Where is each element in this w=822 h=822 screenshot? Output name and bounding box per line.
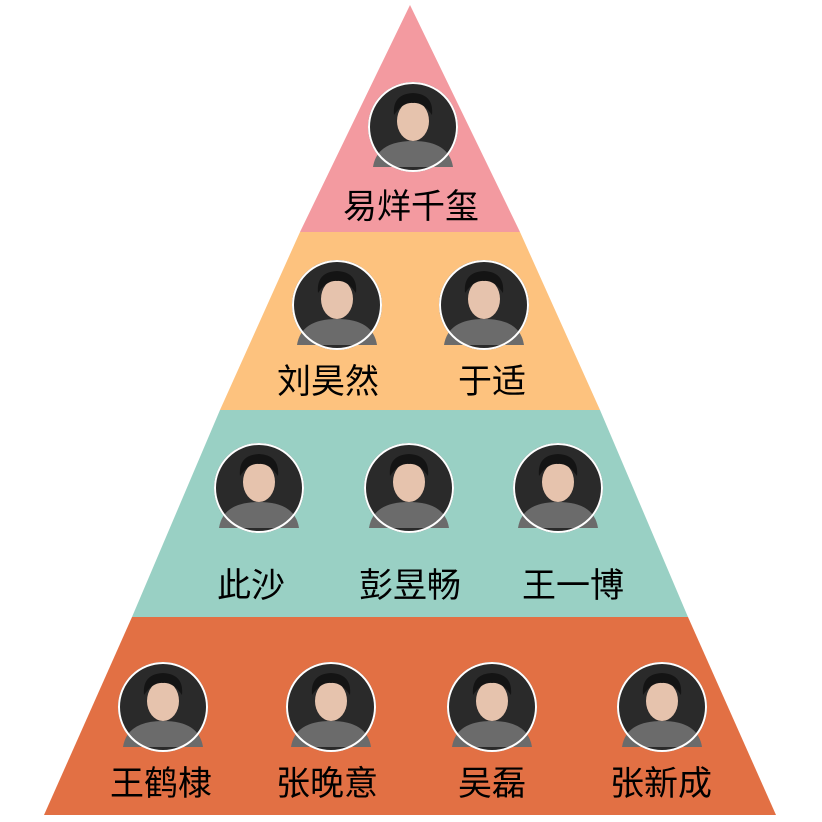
person-name: 张晚意: [276, 764, 378, 804]
person-card[interactable]: 易烊千玺: [343, 82, 479, 227]
avatar: [447, 662, 537, 752]
person-card[interactable]: 吴磊: [447, 662, 537, 804]
person-name: 刘昊然: [277, 362, 379, 402]
person-name: 张新成: [610, 764, 712, 804]
tier-4-band: [44, 617, 776, 815]
person-name: 王鹤棣: [110, 764, 212, 804]
person-card[interactable]: 此沙: [214, 443, 304, 606]
person-card[interactable]: 王一博: [513, 443, 624, 606]
person-card[interactable]: 彭昱畅: [359, 443, 461, 606]
avatar: [292, 260, 382, 350]
avatar: [118, 662, 208, 752]
person-card[interactable]: 刘昊然: [277, 260, 382, 402]
avatar: [368, 82, 458, 172]
avatar: [617, 662, 707, 752]
person-name: 王一博: [522, 566, 624, 606]
avatar: [214, 443, 304, 533]
person-name: 易烊千玺: [343, 187, 479, 227]
person-name: 于适: [458, 362, 526, 402]
person-card[interactable]: 王鹤棣: [110, 662, 212, 804]
person-card[interactable]: 张新成: [610, 662, 712, 804]
avatar: [364, 443, 454, 533]
person-name: 吴磊: [458, 764, 526, 804]
person-name: 此沙: [217, 566, 285, 606]
person-card[interactable]: 张晚意: [276, 662, 378, 804]
person-name: 彭昱畅: [359, 566, 461, 606]
avatar: [513, 443, 603, 533]
avatar: [439, 260, 529, 350]
person-card[interactable]: 于适: [439, 260, 529, 402]
avatar: [286, 662, 376, 752]
